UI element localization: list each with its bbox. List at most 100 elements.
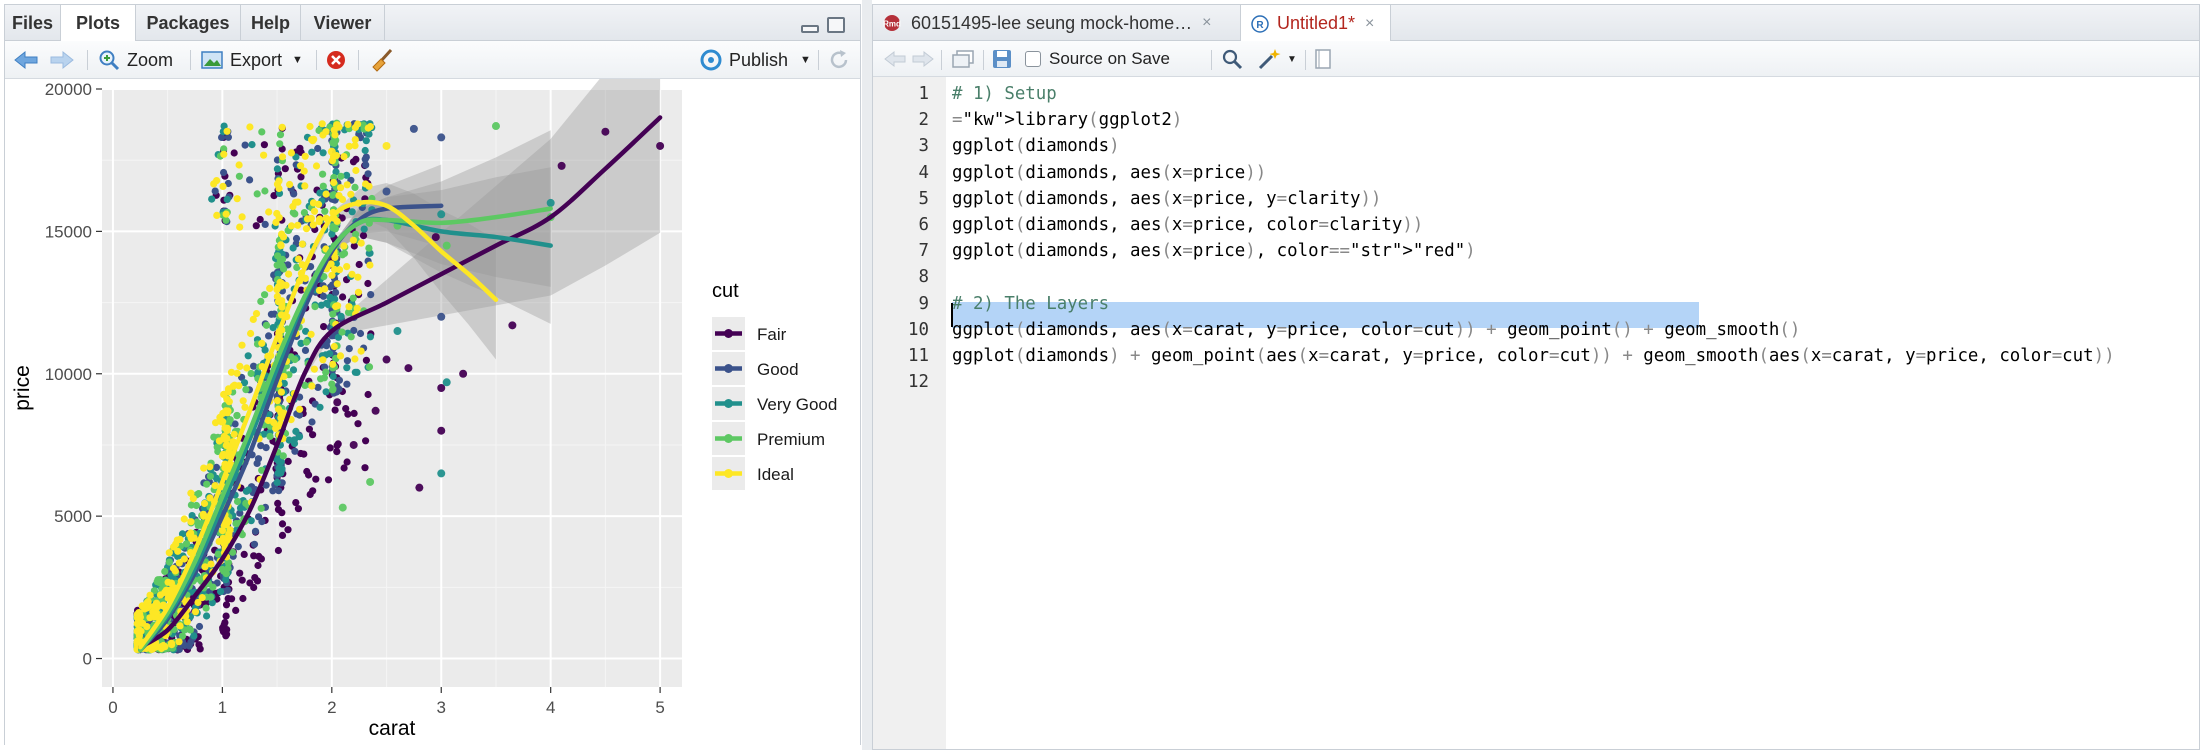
data-point bbox=[295, 433, 304, 441]
clear-all-plots-button[interactable] bbox=[369, 41, 395, 79]
data-point bbox=[200, 499, 209, 508]
data-point bbox=[362, 437, 370, 445]
minimize-pane-icon[interactable] bbox=[801, 25, 819, 33]
data-point bbox=[260, 430, 268, 438]
data-point bbox=[321, 207, 329, 215]
data-point bbox=[203, 612, 211, 620]
code-line[interactable]: ggplot(diamonds) + geom_point(aes(x=cara… bbox=[952, 346, 2115, 366]
data-point bbox=[277, 469, 285, 477]
code-line[interactable]: ggplot(diamonds, aes(x=price), color=="s… bbox=[952, 241, 1476, 262]
data-point bbox=[236, 504, 245, 512]
data-point bbox=[165, 549, 173, 557]
code-line[interactable]: ggplot(diamonds) bbox=[952, 136, 1120, 157]
tab-untitled1[interactable]: R Untitled1* × bbox=[1241, 5, 1391, 42]
code-line[interactable]: ggplot(diamonds, aes(x=price, y=clarity)… bbox=[952, 188, 1382, 209]
data-point bbox=[236, 362, 244, 370]
data-point bbox=[219, 625, 227, 634]
find-replace-button[interactable] bbox=[1221, 41, 1243, 77]
source-on-save-checkbox[interactable]: Source on Save bbox=[1025, 41, 1170, 77]
data-point bbox=[226, 443, 234, 451]
publish-label: Publish bbox=[729, 49, 789, 70]
data-point bbox=[222, 570, 230, 578]
data-point bbox=[285, 436, 293, 444]
data-point bbox=[354, 273, 362, 281]
tab-mock-homework[interactable]: Rmd 60151495-lee seung mock-home… × bbox=[873, 5, 1241, 41]
data-point bbox=[143, 623, 151, 631]
save-button[interactable] bbox=[991, 41, 1013, 77]
publish-button[interactable]: Publish ▼ bbox=[699, 41, 811, 79]
code-line[interactable]: # 1) Setup bbox=[952, 84, 1057, 104]
back-arrow-icon[interactable] bbox=[883, 41, 907, 77]
data-point bbox=[362, 180, 370, 188]
tab-plots[interactable]: Plots bbox=[61, 5, 136, 42]
data-point bbox=[241, 403, 249, 411]
data-point bbox=[366, 477, 375, 486]
show-in-window-button[interactable] bbox=[951, 41, 975, 77]
data-point bbox=[340, 249, 349, 257]
data-point bbox=[230, 149, 238, 157]
checkbox-box[interactable] bbox=[1025, 51, 1041, 67]
data-point bbox=[273, 478, 281, 486]
data-point bbox=[195, 641, 203, 649]
code-tools-button[interactable]: ▼ bbox=[1257, 41, 1297, 77]
code-line[interactable]: # 2) The Layers bbox=[952, 293, 1110, 314]
data-point bbox=[371, 406, 380, 415]
refresh-plot-button[interactable] bbox=[827, 41, 851, 79]
toolbar-divider bbox=[316, 50, 317, 70]
data-point bbox=[329, 223, 337, 231]
data-point bbox=[316, 189, 324, 197]
data-point bbox=[270, 192, 278, 200]
data-point bbox=[191, 608, 200, 616]
close-tab-icon[interactable]: × bbox=[1365, 14, 1375, 32]
close-tab-icon[interactable]: × bbox=[1202, 14, 1212, 31]
data-point bbox=[229, 548, 237, 556]
forward-arrow-icon[interactable] bbox=[49, 41, 75, 79]
data-point bbox=[285, 270, 293, 278]
data-point bbox=[232, 606, 240, 615]
code-line[interactable]: ggplot(diamonds, aes(x=price)) bbox=[952, 162, 1267, 183]
tab-label: Untitled1* bbox=[1277, 13, 1356, 33]
zoom-button[interactable]: Zoom bbox=[97, 41, 173, 79]
code-line[interactable]: ggplot(diamonds, aes(x=price, color=clar… bbox=[952, 215, 1424, 235]
data-point bbox=[167, 639, 176, 647]
maximize-pane-icon[interactable] bbox=[827, 17, 845, 33]
code-line[interactable]: ="kw">library(ggplot2) bbox=[952, 110, 1183, 131]
plots-pane: Files Plots Packages Help Viewer Zoom Ex… bbox=[4, 2, 861, 745]
forward-arrow-icon[interactable] bbox=[911, 41, 935, 77]
tab-help[interactable]: Help bbox=[241, 5, 301, 41]
legend-label: Good bbox=[757, 360, 799, 379]
tab-packages[interactable]: Packages bbox=[136, 5, 241, 41]
data-point bbox=[224, 179, 232, 188]
rmarkdown-file-icon: Rmd bbox=[883, 15, 901, 31]
data-point bbox=[349, 440, 358, 449]
pane-splitter[interactable] bbox=[862, 0, 872, 750]
remove-plot-button[interactable] bbox=[325, 41, 347, 79]
tab-files[interactable]: Files bbox=[5, 5, 61, 41]
data-point bbox=[319, 292, 328, 300]
data-point bbox=[244, 352, 252, 360]
data-point bbox=[306, 122, 314, 131]
code-line[interactable]: ggplot(diamonds, aes(x=carat, y=price, c… bbox=[952, 319, 1801, 340]
data-point bbox=[219, 182, 227, 190]
data-point bbox=[161, 567, 169, 576]
left-tab-bar: Files Plots Packages Help Viewer bbox=[5, 5, 860, 42]
smooth-line bbox=[138, 203, 444, 653]
compile-report-button[interactable] bbox=[1313, 41, 1333, 77]
data-point bbox=[292, 234, 301, 243]
data-point bbox=[274, 270, 282, 278]
export-menu-button[interactable]: Export ▼ bbox=[200, 41, 303, 79]
data-point bbox=[359, 232, 368, 240]
data-point bbox=[218, 527, 227, 535]
data-point bbox=[178, 632, 187, 640]
data-point bbox=[206, 472, 214, 480]
back-arrow-icon[interactable] bbox=[13, 41, 39, 79]
data-point bbox=[171, 567, 179, 575]
data-point bbox=[335, 376, 343, 384]
data-point bbox=[287, 149, 295, 157]
data-point bbox=[254, 561, 262, 570]
data-point bbox=[322, 190, 330, 198]
data-point bbox=[365, 130, 373, 138]
tab-viewer[interactable]: Viewer bbox=[301, 5, 385, 41]
data-point bbox=[253, 459, 261, 467]
